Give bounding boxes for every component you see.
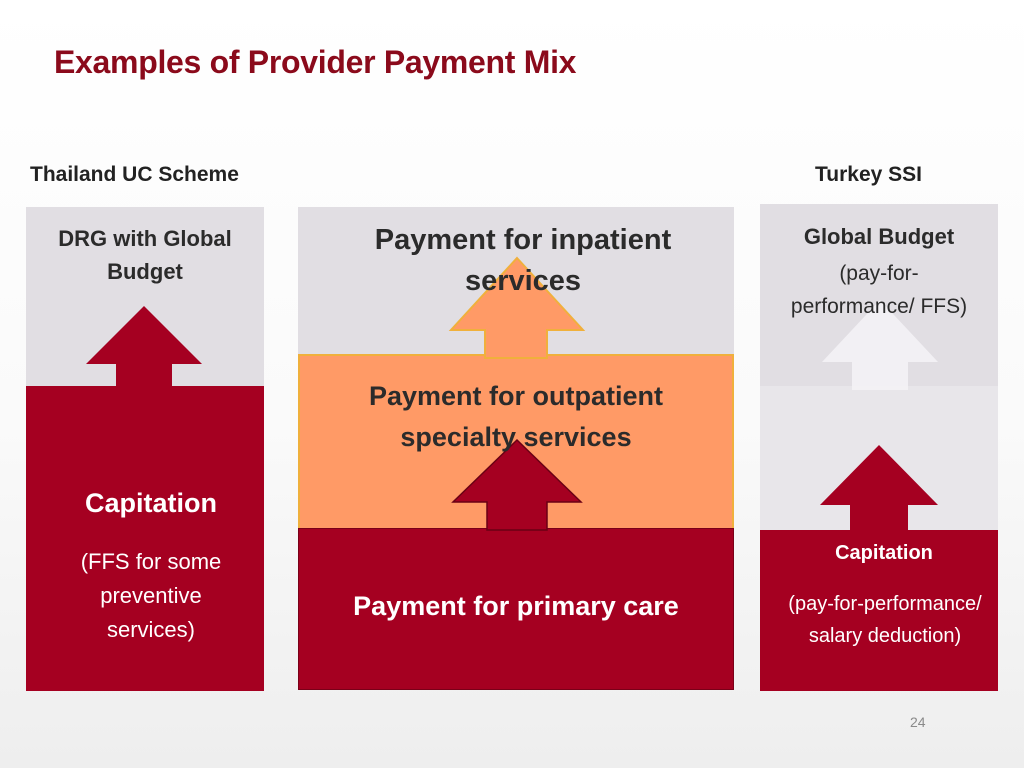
- left-bottom-block: [26, 386, 264, 691]
- left-column-heading: Thailand UC Scheme: [30, 163, 239, 186]
- middle-outpatient-label: Payment for outpatient specialty service…: [368, 381, 664, 452]
- right-global-budget-title: Global Budget: [803, 224, 955, 249]
- right-global-budget-subtitle: (pay-for-performance/ FFS): [790, 262, 968, 318]
- middle-red-block: [298, 528, 734, 690]
- left-capitation-title: Capitation: [85, 488, 217, 518]
- right-capitation-title: Capitation: [835, 542, 933, 564]
- right-column-heading: Turkey SSI: [815, 163, 922, 186]
- middle-upper-arrow: [448, 256, 586, 359]
- right-bottom-block: [760, 530, 998, 691]
- right-up-arrow: [820, 445, 938, 531]
- right-faded-arrow: [822, 300, 938, 390]
- middle-lower-arrow: [451, 438, 583, 531]
- left-up-arrow: [86, 306, 202, 388]
- left-capitation-subtitle: (FFS for some preventive services): [80, 549, 222, 642]
- middle-inpatient-label: Payment for inpatient services: [374, 224, 672, 297]
- left-top-label: DRG with Global Budget: [58, 226, 232, 284]
- slide-title: Examples of Provider Payment Mix: [54, 44, 577, 80]
- page-number: 24: [910, 714, 926, 730]
- right-capitation-subtitle: (pay-for-performance/ salary deduction): [788, 593, 982, 647]
- middle-primary-care-label: Payment for primary care: [353, 591, 679, 621]
